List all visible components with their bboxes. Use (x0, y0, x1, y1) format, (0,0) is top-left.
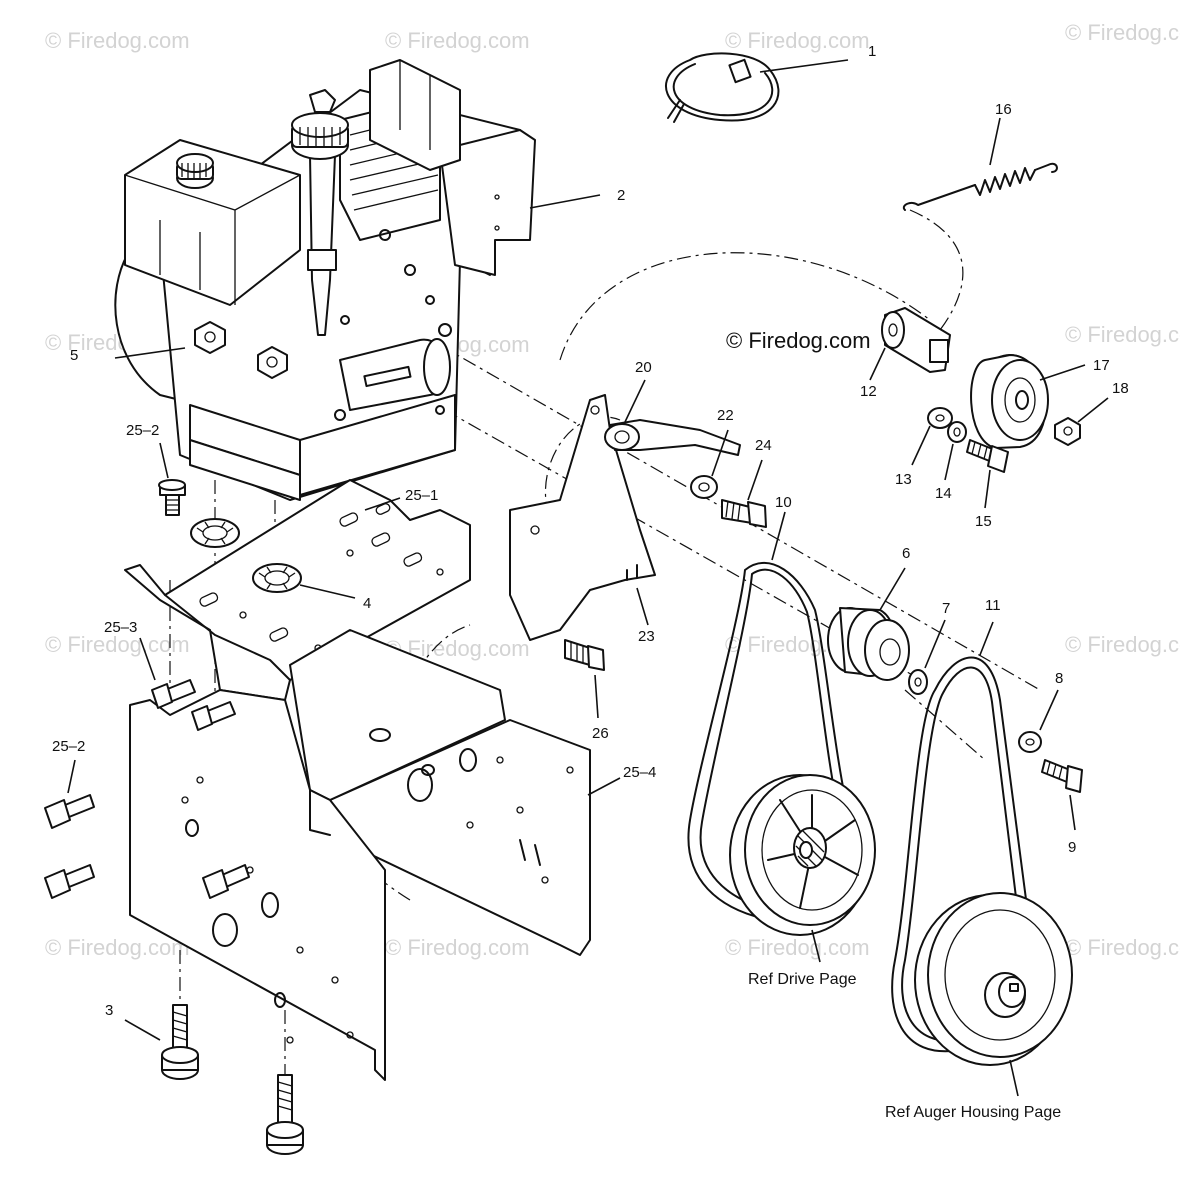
callout-13: 13 (895, 471, 912, 488)
bolt-24 (721, 499, 767, 528)
callout-9: 9 (1068, 839, 1076, 856)
watermark: © Firedog.com (1065, 935, 1180, 960)
watermark: © Firedog.com (725, 935, 870, 960)
callout-22: 22 (717, 407, 734, 424)
washer-8 (1018, 731, 1042, 753)
callout-2: 2 (617, 187, 625, 204)
watermark: © Firedog.com (725, 28, 870, 53)
callout-25-2-top: 25–2 (126, 422, 159, 439)
callout-25-4: 25–4 (623, 764, 656, 781)
carriage-bolt-3 (161, 1004, 304, 1155)
callout-24: 24 (755, 437, 772, 454)
drive-pulley (729, 774, 876, 936)
watermark: © Firedog.com (1065, 322, 1180, 347)
callout-11: 11 (985, 597, 1001, 614)
callout-5: 5 (70, 347, 78, 364)
callout-labels: 1 2 3 4 5 6 7 8 9 10 11 12 13 14 15 16 1… (52, 43, 1129, 1019)
watermark: © Firedog.com (1065, 632, 1180, 657)
callout-20: 20 (635, 359, 652, 376)
watermark: © Firedog.com (385, 935, 530, 960)
watermark-main: © Firedog.com (726, 328, 871, 353)
auger-pulley (914, 892, 1073, 1066)
callout-4: 4 (363, 595, 371, 612)
bolt-9 (1041, 759, 1083, 793)
callout-10: 10 (775, 494, 792, 511)
watermark: © Firedog.com (45, 632, 190, 657)
callout-25-3: 25–3 (104, 619, 137, 636)
callout-26: 26 (592, 725, 609, 742)
frame (129, 629, 591, 1081)
callout-17: 17 (1093, 357, 1110, 374)
idler-pulley-assembly (881, 307, 1081, 473)
callout-6: 6 (902, 545, 910, 562)
callout-3: 3 (105, 1002, 113, 1019)
watermark: © Firedog.com (45, 28, 190, 53)
callout-14: 14 (935, 485, 952, 502)
lock-washer-4 (190, 518, 302, 593)
engine-pulley-6 (827, 607, 910, 681)
watermark: © Firedog.com (1065, 20, 1180, 45)
callout-18: 18 (1112, 380, 1129, 397)
washer-22 (690, 475, 718, 499)
callout-1: 1 (868, 43, 876, 60)
callout-16: 16 (995, 101, 1012, 118)
watermark: © Firedog.com (45, 935, 190, 960)
watermark: © Firedog.com (385, 28, 530, 53)
bolt-25-3 (151, 679, 236, 731)
callout-12: 12 (860, 383, 877, 400)
engine (114, 59, 536, 501)
spring-16 (902, 162, 1058, 211)
callout-25-1: 25–1 (405, 487, 438, 504)
leader-lines (67, 59, 1109, 1097)
callout-15: 15 (975, 513, 992, 530)
bolt-26 (564, 639, 605, 671)
callout-7: 7 (942, 600, 950, 617)
callout-25-2-lower: 25–2 (52, 738, 85, 755)
ref-drive-page: Ref Drive Page (748, 971, 857, 988)
callout-8: 8 (1055, 670, 1063, 687)
engine-mount-plate (124, 479, 471, 701)
idler-bracket (509, 394, 656, 641)
wire-harness (665, 52, 780, 123)
ref-auger-housing-page: Ref Auger Housing Page (885, 1104, 1061, 1121)
callout-23: 23 (638, 628, 655, 645)
watermark-layer: © Firedog.com © Firedog.com © Firedog.co… (45, 20, 1180, 960)
bolt-25-2-top (158, 479, 186, 516)
spacer-7 (908, 669, 928, 695)
bolt-25-2-lower (44, 794, 250, 899)
reference-labels: Ref Drive Page Ref Auger Housing Page (748, 971, 1061, 1121)
idler-arm (604, 419, 741, 456)
